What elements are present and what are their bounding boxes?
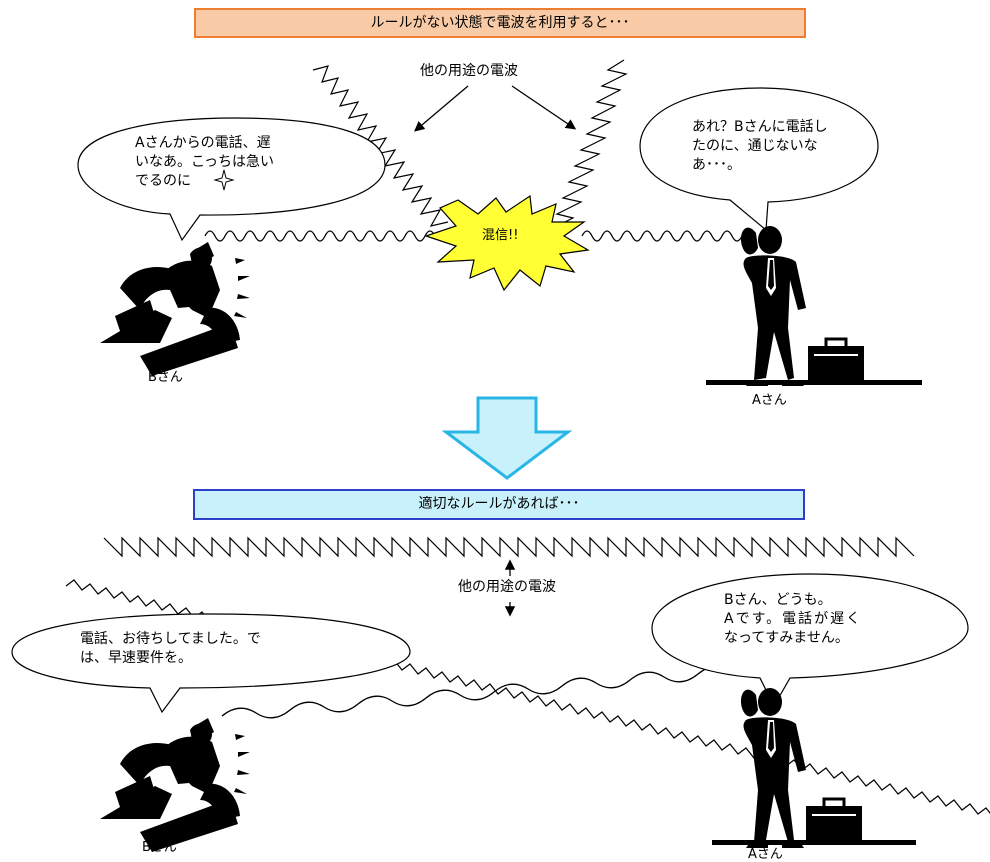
b-speech-text-top-line3: でるのに xyxy=(135,173,191,189)
a-speech-text-bottom-line1: Bさん、どうも。 xyxy=(724,592,832,608)
a-name-top: Aさん xyxy=(752,393,787,408)
bottom-banner: 適切なルールがあれば･･･ xyxy=(193,489,805,520)
briefcase-icon xyxy=(806,337,866,382)
other-wave-upper-bottom xyxy=(103,536,915,558)
briefcase-icon xyxy=(804,797,864,842)
floor-line xyxy=(712,840,916,845)
down-arrow-icon xyxy=(441,396,573,480)
b-speech-text-bottom-line2: は、早速要件を。 xyxy=(80,650,192,666)
other-waves-label-top: 他の用途の電波 xyxy=(420,63,518,79)
sparkle-icon xyxy=(213,169,235,191)
a-speech-text-top-line1: あれ？Bさんに電話し xyxy=(692,119,828,135)
label-arrow-right xyxy=(511,85,577,130)
speech-bubble-a-top xyxy=(639,87,879,232)
phone-call-wave-top xyxy=(204,230,753,242)
a-speech-text-bottom-line3: なってすみません。 xyxy=(724,630,849,646)
b-speech-text-bottom-line1: 電話、お待ちしてました。で xyxy=(80,631,261,647)
floor-line xyxy=(706,380,922,385)
a-speech-text-bottom-line2: Aです。電話が遅く xyxy=(724,611,863,627)
b-name-top: Bさん xyxy=(148,370,183,385)
interference-burst-icon xyxy=(424,194,590,292)
b-name-bottom: Bさん xyxy=(142,840,177,855)
person-seated-on-phone-icon xyxy=(100,718,250,852)
b-speech-text-top-line2: いなあ。こっちは急い xyxy=(135,154,275,170)
a-name-bottom: Aさん xyxy=(748,847,783,862)
person-standing-on-phone-icon xyxy=(740,688,806,848)
top-banner: ルールがない状態で電波を利用すると･･･ xyxy=(194,8,806,38)
a-speech-text-top-line3: あ･･･。 xyxy=(692,157,741,173)
other-wave-left-top xyxy=(312,65,449,227)
person-standing-on-phone-icon xyxy=(740,226,806,386)
speech-bubble-b-top xyxy=(77,117,386,242)
other-waves-label-bottom: 他の用途の電波 xyxy=(458,579,556,595)
label-arrow-left xyxy=(414,85,469,132)
other-wave-right-top xyxy=(552,59,628,229)
phone-call-wave-bottom xyxy=(221,665,767,719)
b-speech-text-top-line1: Aさんからの電話、遅 xyxy=(135,135,271,151)
interference-label: 混信!! xyxy=(482,228,519,243)
person-seated-on-phone-icon xyxy=(100,242,250,376)
speech-bubble-a-bottom xyxy=(651,573,969,708)
a-speech-text-top-line2: たのに、通じないな xyxy=(692,138,818,154)
speech-bubble-b-bottom xyxy=(11,613,411,714)
